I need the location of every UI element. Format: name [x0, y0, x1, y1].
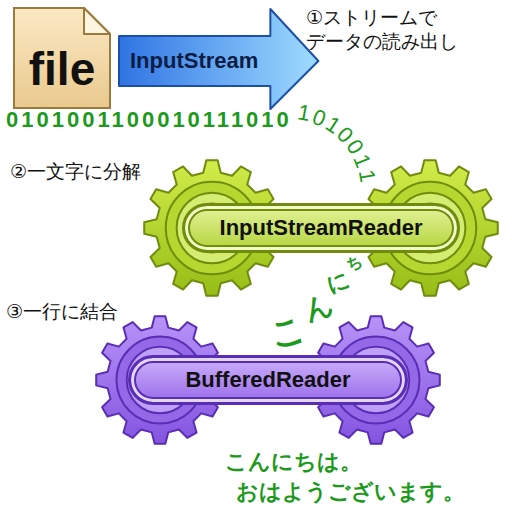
gear-group: [96, 160, 498, 444]
stream-text: おはようございます。: [236, 478, 465, 506]
stream-digit: 1: [352, 168, 381, 185]
node-text: InputStream: [118, 38, 270, 84]
arrow-outline: [119, 9, 318, 109]
node-text: InputStreamReader: [220, 215, 423, 241]
reader-band: InputStreamReader: [182, 203, 460, 253]
stream-text: 0101001100010111010: [6, 106, 292, 134]
stream-text: こ: [266, 310, 309, 352]
stream-text: ち: [344, 253, 364, 273]
reader-band: BufferedReader: [128, 355, 408, 405]
node-text: BufferedReader: [185, 367, 350, 393]
file-icon: file: [12, 6, 112, 110]
step-caption: ②一文字に分解: [10, 160, 141, 184]
step-caption: ①ストリームで データの読み出し: [306, 6, 460, 54]
stream-arrow: InputStream: [118, 6, 320, 112]
file-fold: [84, 8, 110, 34]
stream-text: こんにちは。: [225, 448, 362, 476]
step-caption: ③一行に結合: [6, 300, 118, 324]
node-text: file: [12, 42, 112, 96]
